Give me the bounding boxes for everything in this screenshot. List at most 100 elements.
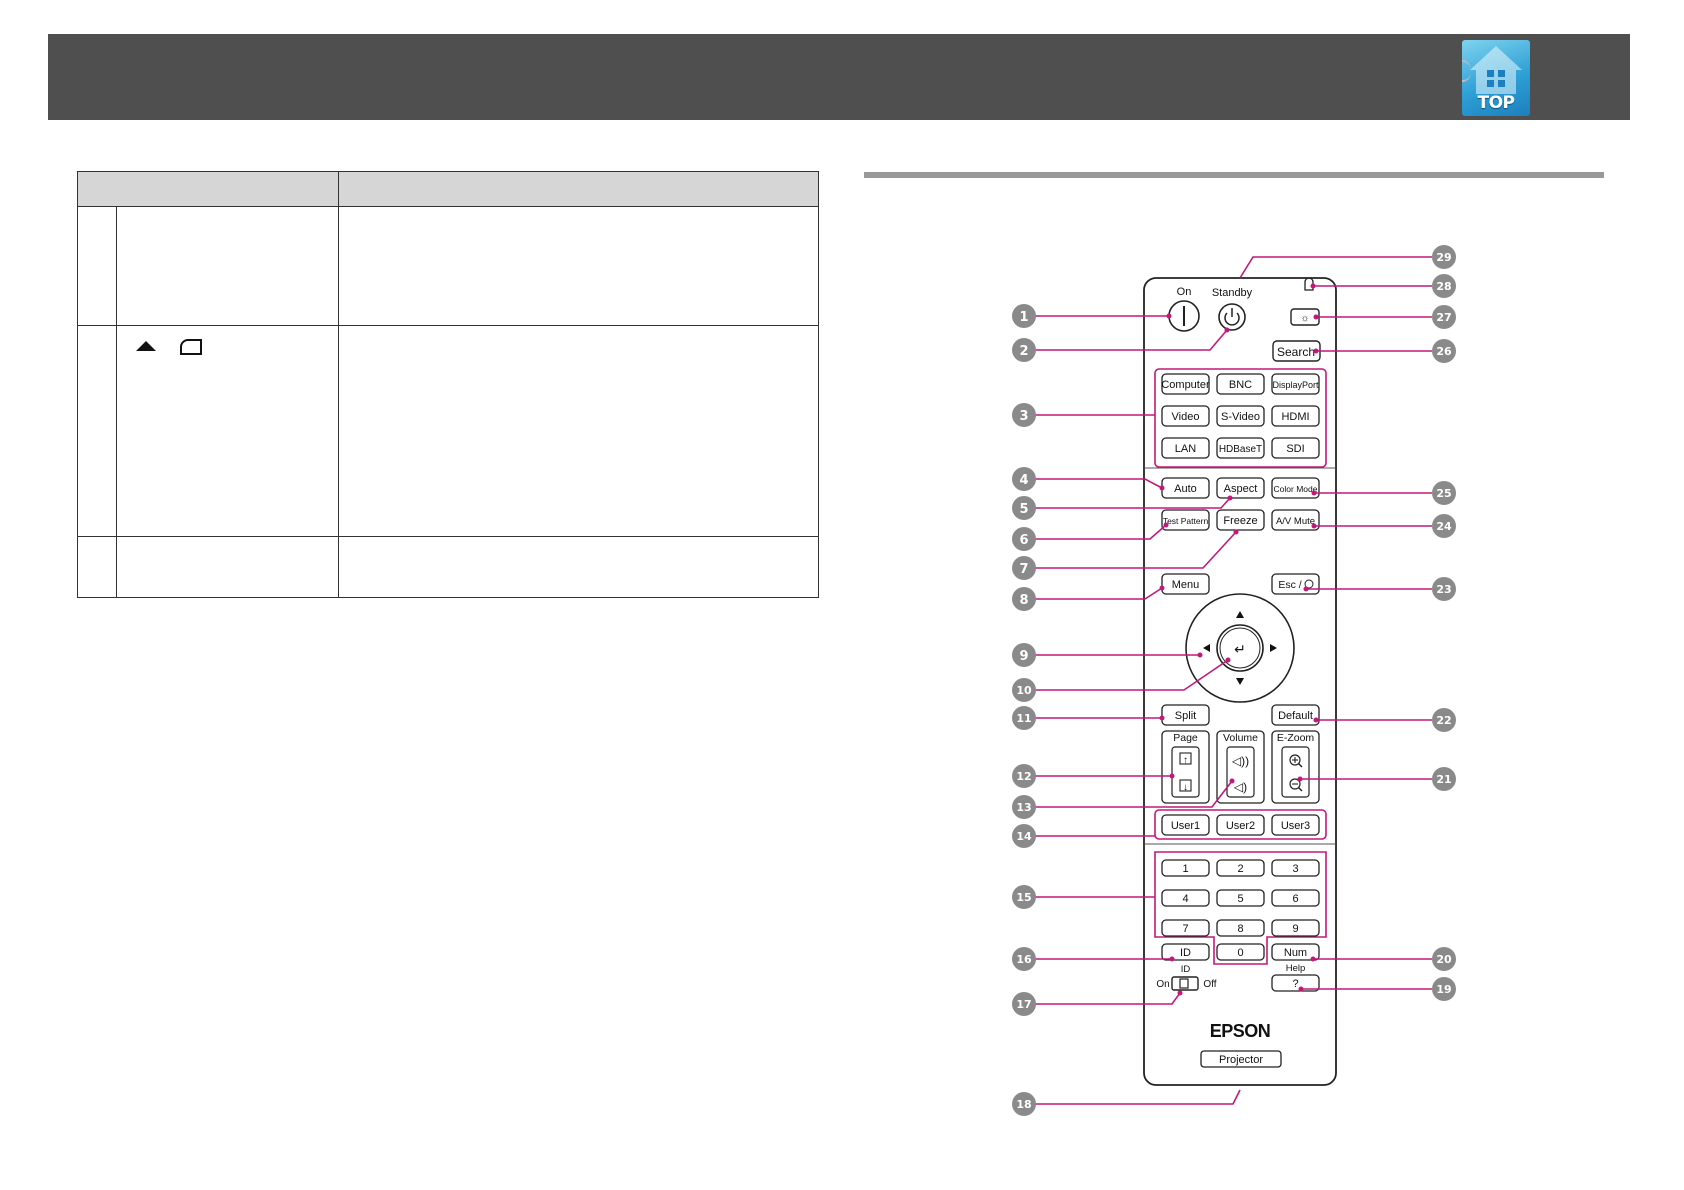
table-column-divider (338, 172, 339, 597)
volume-rocker[interactable] (1226, 746, 1255, 798)
source-button-video[interactable] (1161, 405, 1210, 427)
callout-6-label: 6 (1019, 533, 1028, 548)
source-label: DisplayPort (1272, 380, 1319, 390)
num-button[interactable] (1216, 859, 1265, 877)
callout-9 (1012, 643, 1036, 667)
num-label: 0 (1237, 947, 1243, 959)
source-button-svideo[interactable] (1216, 405, 1265, 427)
source-label: LAN (1175, 443, 1196, 455)
id-switch-on-label: On (1156, 979, 1169, 990)
split-label: Split (1175, 710, 1196, 722)
callout-26 (1432, 339, 1456, 363)
callout-3-label: 3 (1019, 409, 1028, 424)
source-button-computer[interactable] (1161, 373, 1210, 395)
num-mode-button[interactable] (1271, 943, 1320, 961)
auto-label: Auto (1174, 483, 1197, 495)
help-label: Help (1286, 963, 1306, 974)
num-button[interactable] (1161, 889, 1210, 907)
num-button[interactable] (1216, 919, 1265, 937)
user-label: User1 (1171, 820, 1200, 832)
power-icon (1224, 308, 1240, 326)
aspect-button[interactable] (1216, 477, 1265, 499)
num-button[interactable] (1271, 919, 1320, 937)
volume-label: Volume (1223, 732, 1258, 744)
num-button-zero[interactable] (1216, 943, 1265, 961)
freeze-label: Freeze (1223, 515, 1257, 527)
leader-dots (1159, 283, 1319, 996)
callout-12-label: 12 (1016, 770, 1031, 783)
callout-23 (1432, 577, 1456, 601)
callout-17 (1012, 992, 1036, 1016)
id-switch-off-label: Off (1203, 979, 1216, 990)
numpad-group-outline (1154, 851, 1327, 965)
indicator-icon (1304, 277, 1314, 291)
num-button[interactable] (1271, 889, 1320, 907)
num-label: 5 (1237, 893, 1243, 905)
id-button[interactable] (1161, 943, 1210, 961)
num-label: 7 (1182, 923, 1188, 935)
id-switch-knob[interactable] (1179, 978, 1189, 989)
callout-14 (1012, 824, 1036, 848)
page-rocker[interactable] (1171, 746, 1200, 798)
table-row-divider (78, 536, 818, 537)
callout-5-label: 5 (1019, 502, 1028, 517)
num-label: 6 (1292, 893, 1298, 905)
callout-27 (1432, 305, 1456, 329)
callout-23-label: 23 (1436, 583, 1451, 596)
test-pattern-button[interactable] (1161, 509, 1210, 531)
volume-up-icon: ◁)) (1232, 754, 1249, 768)
source-button-displayport[interactable] (1271, 373, 1320, 395)
page-up-arrow-icon: ↑ (1183, 755, 1188, 766)
source-button-lan[interactable] (1161, 437, 1210, 459)
callout-19 (1432, 977, 1456, 1001)
num-label: 1 (1182, 863, 1188, 875)
source-button-sdi[interactable] (1271, 437, 1320, 459)
user2-button[interactable] (1216, 814, 1265, 836)
source-button-bnc[interactable] (1216, 373, 1265, 395)
default-button[interactable] (1271, 704, 1320, 726)
user-label: User2 (1226, 820, 1255, 832)
num-button[interactable] (1216, 889, 1265, 907)
source-button-hdmi[interactable] (1271, 405, 1320, 427)
callout-6 (1012, 527, 1036, 551)
source-button-hdbaset[interactable] (1216, 437, 1265, 459)
table-number-divider (116, 207, 117, 597)
enter-button-ring (1219, 627, 1261, 669)
callout-20 (1432, 947, 1456, 971)
id-switch-label: ID (1181, 964, 1191, 975)
source-label: Video (1172, 411, 1200, 423)
ezoom-rocker[interactable] (1281, 746, 1310, 798)
num-button[interactable] (1161, 859, 1210, 877)
leader-lines (1028, 256, 1432, 1105)
default-label: Default (1278, 710, 1313, 722)
split-button[interactable] (1161, 704, 1210, 726)
num-button[interactable] (1271, 859, 1320, 877)
callout-10 (1012, 678, 1036, 702)
standby-label: Standby (1212, 287, 1253, 299)
menu-button[interactable] (1161, 573, 1210, 595)
freeze-button[interactable] (1216, 509, 1265, 531)
num-label: 8 (1237, 923, 1243, 935)
av-mute-button[interactable] (1271, 509, 1320, 531)
user3-button[interactable] (1271, 814, 1320, 836)
callout-2-label: 2 (1019, 344, 1028, 359)
enter-icon: ↵ (1234, 641, 1246, 657)
help-button[interactable] (1271, 974, 1320, 992)
source-group-outline (1154, 368, 1327, 468)
page-down-arrow-icon: ↓ (1183, 782, 1188, 793)
top-button[interactable]: TOP (1462, 40, 1530, 116)
callout-10-label: 10 (1016, 684, 1032, 697)
callout-1-label: 1 (1019, 310, 1028, 325)
callout-8 (1012, 587, 1036, 611)
color-mode-button[interactable] (1271, 477, 1320, 499)
num-button[interactable] (1161, 919, 1210, 937)
callouts: 1 2 3 4 5 6 7 8 9 10 11 12 13 14 15 16 1… (1012, 245, 1456, 1116)
callout-13-label: 13 (1016, 801, 1031, 814)
user1-button[interactable] (1161, 814, 1210, 836)
callout-13 (1012, 795, 1036, 819)
brand-logo: EPSON (1210, 1021, 1271, 1041)
page-down-icon (1179, 779, 1192, 792)
callout-22-label: 22 (1436, 714, 1451, 727)
on-label: On (1177, 286, 1192, 298)
zoom-in-icon (1289, 754, 1303, 768)
